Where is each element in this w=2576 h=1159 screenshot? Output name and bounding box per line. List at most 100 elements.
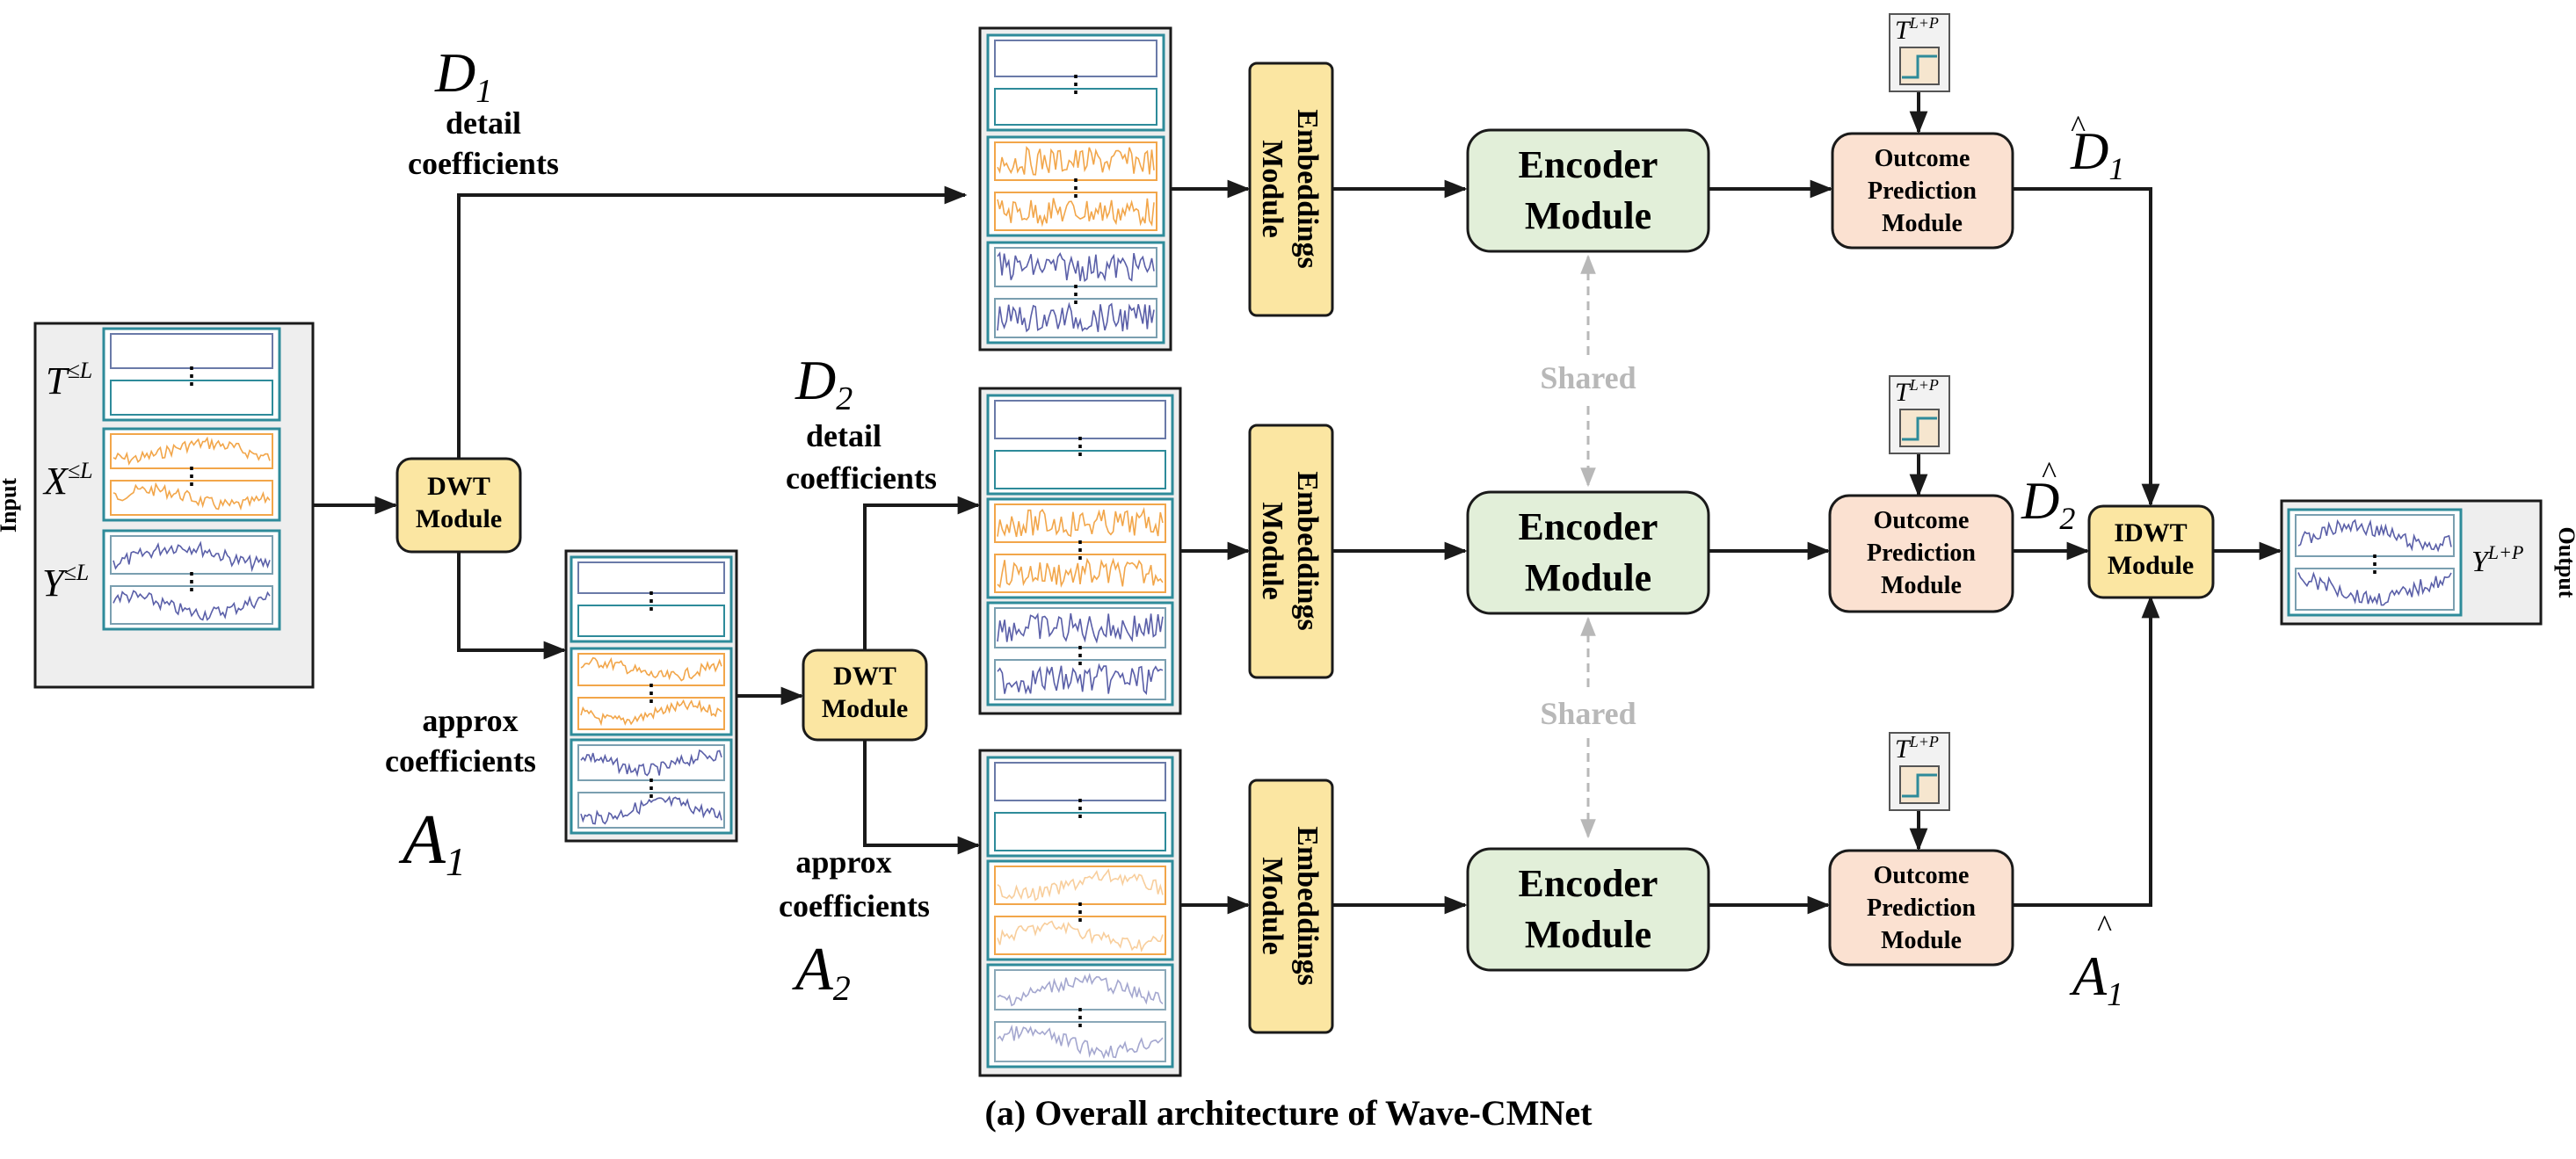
ellipsis-glyph: ⋮ [1064,175,1087,200]
signal-trace [997,663,1164,695]
a1-symbol: A1 [398,801,466,884]
dwt-module-2: DWT Module [802,648,928,742]
treatment-icon-label: TL+P [1895,733,1939,764]
outcome-3-line1: Outcome [1874,862,1970,889]
signal-box [994,969,1166,1011]
signal-box [994,554,1166,593]
ellipsis-glyph: ⋮ [1069,642,1092,668]
signal-box [994,400,1166,439]
step-icon [1902,773,1937,798]
embeddings-module-3: EmbeddingsModule [1248,779,1334,1034]
ellipsis-glyph: ⋮ [180,363,203,388]
ellipsis-glyph: ⋮ [2363,551,2386,576]
a2-approx-word: approx [795,844,891,880]
arrow-dwt2-to-approx-2 [863,740,981,855]
figure-caption: (a) Overall architecture of Wave-CMNet [985,1093,1593,1133]
input-panel-outcome: ⋮ [102,529,281,631]
signal-trace [997,557,1164,589]
signal-trace [997,972,1164,1007]
signal-trace [997,301,1155,333]
signal-trace [997,612,1164,644]
detail-2-stack: ⋮ ⋮ ⋮ [978,387,1182,715]
future-treatment-1: TL+P [1889,13,1950,92]
signal-box [110,535,273,575]
signal-trace [580,749,722,778]
encoder-1-line2: Module [1525,194,1651,237]
detail-1-stack: ⋮ ⋮ ⋮ [978,26,1172,351]
step-icon [1902,54,1937,79]
signal-trace [112,540,271,573]
a2-label: approx coefficients A2 [779,844,930,1008]
signal-box [110,480,273,516]
output-block: ⋮ YL+P Output [2280,499,2576,626]
d2-symbol: D2 [795,349,853,417]
embeddings-2-text: EmbeddingsModule [1256,471,1324,630]
encoder-2-line1: Encoder [1519,505,1658,548]
idwt-line2: Module [2108,551,2194,580]
ellipsis-glyph: ⋮ [1069,433,1092,459]
input-label-y: Y≤L [42,560,89,605]
detail-2-panel-outcome: ⋮ [986,601,1174,706]
ellipsis-glyph: ⋮ [1069,1004,1092,1030]
signal-box [994,88,1157,126]
signal-box [994,762,1166,801]
arrow-dwt-to-detail-1 [457,185,968,459]
embeddings-1-text: EmbeddingsModule [1256,109,1324,268]
signal-trace [2297,571,2452,606]
svg-text:D1: D1 [2070,122,2124,186]
signal-box [994,40,1157,77]
a1-label: approx coefficients A1 [385,703,536,884]
encoder-module-3: Encoder Module [1466,847,1710,972]
encoder-1-line1: Encoder [1519,143,1658,186]
outcome-3-line3: Module [1881,927,1962,954]
svg-text:^: ^ [2096,909,2112,944]
arrow-outcome3-to-idwt [2013,595,2160,907]
outcome-1-line3: Module [1882,210,1963,237]
approx-1-stack: ⋮ ⋮ ⋮ [564,549,738,843]
signal-trace [997,251,1155,282]
treatment-icon-plot [1899,765,1940,804]
signal-box [577,605,725,637]
embeddings-3-text: EmbeddingsModule [1256,826,1324,985]
treatment-icon-label: TL+P [1895,14,1939,45]
signal-box [994,450,1166,489]
dwt-2-line1: DWT [833,662,896,691]
a2-symbol: A2 [792,936,851,1008]
signal-trace [997,920,1164,953]
embeddings-module-2: EmbeddingsModule [1248,424,1334,679]
signal-trace [580,656,722,682]
step-icon [1902,417,1937,441]
d1-symbol: D1 [434,41,492,110]
signal-box [994,607,1166,648]
outcome-module-1: Outcome Prediction Module [1831,132,2014,250]
ellipsis-glyph: ⋮ [1064,71,1087,97]
approx-2-panel-outcome: ⋮ [986,963,1174,1068]
input-label-x: X≤L [42,458,93,503]
ellipsis-glyph: ⋮ [1069,537,1092,562]
signal-box [577,561,725,594]
approx-2-panel-treatment: ⋮ [986,756,1174,858]
detail-1-panel-treatment: ⋮ [986,33,1165,132]
approx-1-panel-outcome: ⋮ [570,738,733,835]
signal-box [994,866,1166,905]
svg-text:^: ^ [2070,109,2086,144]
outcome-2-line1: Outcome [1874,507,1970,534]
signal-trace [997,198,1155,228]
signal-trace [112,436,271,466]
signal-trace [997,1024,1164,1060]
shared-label-1: Shared [1540,360,1636,395]
outcome-module-2: Outcome Prediction Module [1828,494,2014,613]
d1-detail-word: detail [446,105,521,141]
d2-detail-word: detail [806,418,882,453]
input-side-label: Input [0,478,21,532]
signal-trace [997,868,1164,902]
svg-text:^: ^ [2041,455,2057,490]
dwt-module-1: DWT Module [395,457,522,554]
signal-trace [112,482,271,511]
arrow-dwt-to-approx-1 [457,552,567,660]
arrow-dwt2-to-detail-2 [863,496,981,650]
dwt-1-line2: Module [416,504,502,533]
ellipsis-glyph: ⋮ [640,680,663,706]
detail-1-panel-outcome: ⋮ [986,241,1165,344]
outcome-module-3: Outcome Prediction Module [1828,849,2014,967]
